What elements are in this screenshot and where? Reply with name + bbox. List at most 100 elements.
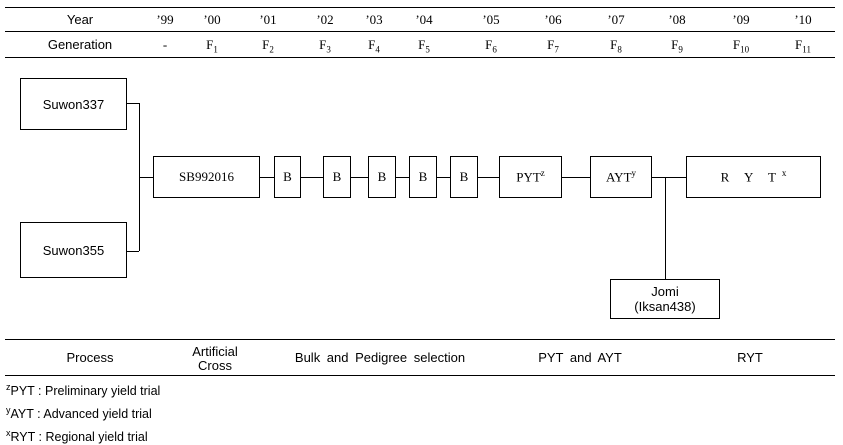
year-cell: ’10	[794, 12, 812, 27]
footnote-text: PYT : Preliminary yield trial	[10, 384, 161, 399]
generation-base: F	[547, 37, 555, 52]
process-cross-line2: Cross	[198, 358, 232, 373]
ayt-box: AYTy	[590, 156, 652, 198]
process-cross-line1: Artificial	[192, 344, 238, 359]
generation-subscript: 1	[213, 44, 218, 55]
footnote-mark: z	[6, 382, 11, 392]
release-branch-line	[665, 177, 666, 279]
ayt-footnote-mark: y	[631, 168, 637, 179]
table-top-rule	[5, 7, 835, 8]
cross-connector	[139, 177, 154, 178]
bulk-label: B	[459, 169, 469, 184]
release-box: Jomi (Iksan438)	[610, 279, 720, 319]
parent2-label: Suwon355	[42, 242, 105, 258]
generation-base: F	[485, 37, 493, 52]
generation-subscript: 11	[802, 44, 811, 55]
generation-subscript: 10	[740, 44, 750, 55]
parent2-connector	[126, 251, 139, 252]
generation-subscript: 9	[678, 44, 683, 55]
parent-box-suwon337: Suwon337	[20, 78, 127, 130]
generation-base: F	[418, 37, 426, 52]
bulk-box: B	[323, 156, 351, 198]
bulk-box: B	[409, 156, 437, 198]
year-cell: ’08	[668, 12, 686, 27]
process-bulk: Bulk and Pedigree selection	[294, 350, 466, 365]
pyt-label: PYTz	[516, 168, 545, 185]
process-ryt: RYT	[737, 350, 763, 365]
footnote-text: RYT : Regional yield trial	[10, 430, 148, 445]
parent-box-suwon355: Suwon355	[20, 222, 127, 278]
table-mid-rule	[5, 31, 835, 32]
generation-subscript: 3	[326, 44, 331, 55]
generation-subscript: 5	[425, 44, 430, 55]
generation-base: F	[610, 37, 618, 52]
bulk-box: B	[368, 156, 396, 198]
process-label: Process	[66, 350, 114, 365]
generation-cell: F8	[591, 37, 641, 55]
year-cell: ’04	[415, 12, 433, 27]
process-top-rule	[5, 339, 835, 340]
generation-cell: -	[140, 37, 190, 55]
table-bottom-rule	[5, 57, 835, 58]
bulk-box: B	[450, 156, 478, 198]
year-cell: ’02	[316, 12, 334, 27]
footnote-mark: x	[6, 428, 11, 438]
generation-subscript: 2	[269, 44, 274, 55]
year-cell: ’06	[544, 12, 562, 27]
footnote-ayt: yAYT : Advanced yield trial	[6, 405, 152, 421]
ryt-footnote-mark: x	[781, 168, 787, 179]
pyt-footnote-mark: z	[540, 168, 545, 179]
release-name: Jomi	[651, 284, 679, 299]
year-header: Year	[66, 12, 94, 27]
ryt-box: R Y Tx	[686, 156, 821, 198]
year-cell: ’03	[365, 12, 383, 27]
generation-cell: F10	[716, 37, 766, 55]
generation-base: F	[206, 37, 214, 52]
generation-base: F	[368, 37, 376, 52]
bulk-box: B	[274, 156, 301, 198]
year-cell: ’01	[259, 12, 277, 27]
year-cell: ’07	[607, 12, 625, 27]
generation-base: F	[732, 37, 741, 52]
generation-base: F	[671, 37, 679, 52]
footnote-mark: y	[6, 405, 11, 415]
year-cell: ’09	[732, 12, 750, 27]
generation-base: -	[162, 37, 168, 52]
generation-subscript: 8	[617, 44, 622, 55]
parent1-label: Suwon337	[42, 96, 105, 112]
year-cell: ’99	[156, 12, 174, 27]
generation-cell: F7	[528, 37, 578, 55]
generation-subscript: 4	[375, 44, 380, 55]
year-cell: ’05	[482, 12, 500, 27]
generation-header: Generation	[47, 37, 113, 52]
bulk-label: B	[332, 169, 342, 184]
bulk-label: B	[377, 169, 387, 184]
cross-box: SB992016	[153, 156, 260, 198]
bulk-label: B	[418, 169, 428, 184]
pyt-box: PYTz	[499, 156, 562, 198]
process-cross: Artificial Cross	[165, 345, 265, 373]
generation-base: F	[795, 37, 803, 52]
footnote-text: AYT : Advanced yield trial	[10, 407, 152, 422]
generation-cell: F2	[243, 37, 293, 55]
generation-subscript: 6	[492, 44, 497, 55]
generation-cell: F9	[652, 37, 702, 55]
year-cell: ’00	[203, 12, 221, 27]
generation-base: F	[319, 37, 327, 52]
process-bottom-rule	[5, 375, 835, 376]
generation-cell: F3	[300, 37, 350, 55]
generation-cell: F1	[187, 37, 237, 55]
generation-cell: F4	[349, 37, 399, 55]
footnote-ryt: xRYT : Regional yield trial	[6, 428, 148, 444]
cross-label: SB992016	[179, 169, 234, 184]
generation-cell: F11	[778, 37, 828, 55]
process-pyt-ayt: PYT and AYT	[538, 350, 622, 365]
release-line-code: (Iksan438)	[634, 299, 696, 314]
parent1-connector	[126, 103, 139, 104]
ayt-label: AYTy	[605, 168, 637, 185]
footnote-pyt: zPYT : Preliminary yield trial	[6, 382, 160, 398]
bulk-label: B	[283, 169, 292, 184]
generation-base: F	[262, 37, 270, 52]
generation-cell: F6	[466, 37, 516, 55]
generation-cell: F5	[399, 37, 449, 55]
